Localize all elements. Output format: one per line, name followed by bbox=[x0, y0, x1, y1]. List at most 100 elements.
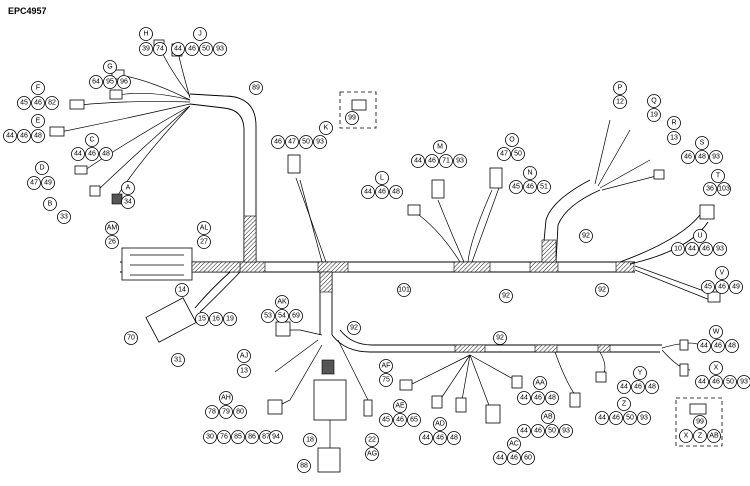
callout-q-ref-19-text: 19 bbox=[650, 112, 658, 119]
callout-h-ref-39: 39 bbox=[139, 42, 153, 56]
callout-j-ref-50: 50 bbox=[199, 42, 213, 56]
callout-ag-ref-22: 22 bbox=[365, 433, 379, 447]
callout-n-ref-46-text: 46 bbox=[526, 184, 534, 191]
callout-y-ref-46-text: 46 bbox=[634, 384, 642, 391]
callout-z-ref-50-text: 50 bbox=[626, 415, 634, 422]
callout-r-letter: R bbox=[667, 116, 681, 130]
callout-l-ref-44-text: 44 bbox=[364, 189, 372, 196]
callout-o-ref-47-text: 47 bbox=[500, 151, 508, 158]
harness-label-101-2: 101 bbox=[397, 283, 411, 297]
callout-ad-ref-46-text: 46 bbox=[436, 435, 444, 442]
callout-ad-ref-44: 44 bbox=[419, 431, 433, 445]
harness-label-92-6-text: 92 bbox=[350, 325, 358, 332]
part-label-19-3: 19 bbox=[223, 312, 237, 326]
callout-aa-ref-44: 44 bbox=[517, 391, 531, 405]
callout-ag-letter: AG bbox=[365, 447, 379, 461]
harness-label-14-1-text: 14 bbox=[178, 287, 186, 294]
callout-ab-ref-46-text: 46 bbox=[534, 428, 542, 435]
callout-e-ref-44-text: 44 bbox=[6, 133, 14, 140]
callout-c-letter-text: C bbox=[89, 137, 94, 144]
callout-p-ref-12: 12 bbox=[613, 95, 627, 109]
callout-y-letter-text: Y bbox=[638, 370, 643, 377]
diagram-code: EPC4957 bbox=[8, 6, 47, 16]
harness-label-92-4-text: 92 bbox=[502, 293, 510, 300]
callout-e-ref-46-text: 46 bbox=[20, 133, 28, 140]
part-label-30-5-text: 30 bbox=[206, 434, 214, 441]
part-label-70-0: 70 bbox=[124, 331, 138, 345]
callout-u-ref-93: 93 bbox=[713, 242, 727, 256]
callout-z-letter-text: Z bbox=[622, 401, 627, 408]
callout-ah-ref-79-text: 79 bbox=[222, 409, 230, 416]
callout-a-letter: A bbox=[121, 181, 135, 195]
callout-w-ref-46: 46 bbox=[711, 339, 725, 353]
callout-ah-letter: AH bbox=[219, 391, 233, 405]
callout-aj-ref-13-text: 13 bbox=[240, 368, 248, 375]
callout-u-ref-44: 44 bbox=[685, 242, 699, 256]
callout-t-ref-36-text: 36 bbox=[706, 186, 714, 193]
callout-k-letter: K bbox=[319, 121, 333, 135]
harness-label-92-3-text: 92 bbox=[582, 233, 590, 240]
callout-ab-letter-text: AB bbox=[543, 414, 553, 421]
callout-e-ref-44: 44 bbox=[3, 129, 17, 143]
callout-ak-ref-53-text: 53 bbox=[264, 313, 272, 320]
callout-ak-ref-54-text: 54 bbox=[278, 313, 286, 320]
detail-bottom-part-text: 99 bbox=[696, 419, 704, 426]
callout-k-ref-50: 50 bbox=[299, 135, 313, 149]
callout-o-ref-50-text: 50 bbox=[514, 151, 522, 158]
callout-s-letter: S bbox=[695, 136, 709, 150]
callout-u-letter-text: U bbox=[697, 233, 702, 240]
callout-am-ref-26-text: 26 bbox=[108, 239, 116, 246]
callout-r-ref-13-text: 13 bbox=[670, 135, 678, 142]
callout-aj-letter-text: AJ bbox=[240, 353, 248, 360]
callout-e-ref-46: 46 bbox=[17, 129, 31, 143]
callout-j-ref-44-text: 44 bbox=[174, 46, 182, 53]
callout-aa-ref-48-text: 48 bbox=[548, 395, 556, 402]
callout-y-ref-44-text: 44 bbox=[620, 384, 628, 391]
callout-a-ref-34: 34 bbox=[121, 195, 135, 209]
part-label-94-10-text: 94 bbox=[272, 434, 280, 441]
part-label-87-9-text: 87 bbox=[262, 434, 270, 441]
callout-n-ref-45: 45 bbox=[509, 180, 523, 194]
callout-am-letter-text: AM bbox=[107, 225, 118, 232]
callout-ag-ref-22-text: 22 bbox=[368, 437, 376, 444]
callout-b-letter-text: B bbox=[48, 201, 53, 208]
callout-m-letter-text: M bbox=[437, 144, 443, 151]
callout-al-letter-text: AL bbox=[200, 225, 209, 232]
callout-d-ref-49-text: 49 bbox=[44, 180, 52, 187]
callout-x-ref-46-text: 46 bbox=[712, 379, 720, 386]
callout-d-letter: D bbox=[35, 161, 49, 175]
callout-ah-ref-79: 79 bbox=[219, 405, 233, 419]
harness-label-14-1: 14 bbox=[175, 283, 189, 297]
callout-z-ref-50: 50 bbox=[623, 411, 637, 425]
left-end-block bbox=[121, 247, 241, 281]
callout-c-ref-46: 46 bbox=[85, 147, 99, 161]
callout-l-ref-46: 46 bbox=[375, 185, 389, 199]
part-label-85-7: 85 bbox=[231, 430, 245, 444]
callout-ab-ref-44-text: 44 bbox=[520, 428, 528, 435]
callout-v-ref-45: 45 bbox=[701, 280, 715, 294]
callout-ae-letter-text: AE bbox=[395, 403, 405, 410]
callout-al-ref-27: 27 bbox=[197, 235, 211, 249]
callout-h-letter: H bbox=[139, 27, 153, 41]
part-label-88-12-text: 88 bbox=[300, 463, 308, 470]
callout-x-letter-text: X bbox=[714, 365, 719, 372]
callout-j-ref-93-text: 93 bbox=[216, 46, 224, 53]
callout-g-ref-96-text: 96 bbox=[120, 79, 128, 86]
callout-n-ref-46: 46 bbox=[523, 180, 537, 194]
callout-aa-letter: AA bbox=[533, 376, 547, 390]
callout-f-ref-82-text: 82 bbox=[48, 100, 56, 107]
callout-ak-ref-54: 54 bbox=[275, 309, 289, 323]
harness-label-92-3: 92 bbox=[579, 229, 593, 243]
callout-aj-letter: AJ bbox=[237, 349, 251, 363]
part-label-15-1: 15 bbox=[195, 312, 209, 326]
callout-d-ref-47-text: 47 bbox=[30, 180, 38, 187]
branch-right-upper bbox=[541, 119, 665, 263]
callout-s-ref-46: 46 bbox=[681, 150, 695, 164]
callout-w-ref-44: 44 bbox=[697, 339, 711, 353]
callout-y-ref-44: 44 bbox=[617, 380, 631, 394]
callout-s-ref-46-text: 46 bbox=[684, 154, 692, 161]
callout-e-ref-48-text: 48 bbox=[34, 133, 42, 140]
part-label-88-12: 88 bbox=[297, 459, 311, 473]
callout-z-ref-46-text: 46 bbox=[612, 415, 620, 422]
callout-x-letter: X bbox=[709, 361, 723, 375]
